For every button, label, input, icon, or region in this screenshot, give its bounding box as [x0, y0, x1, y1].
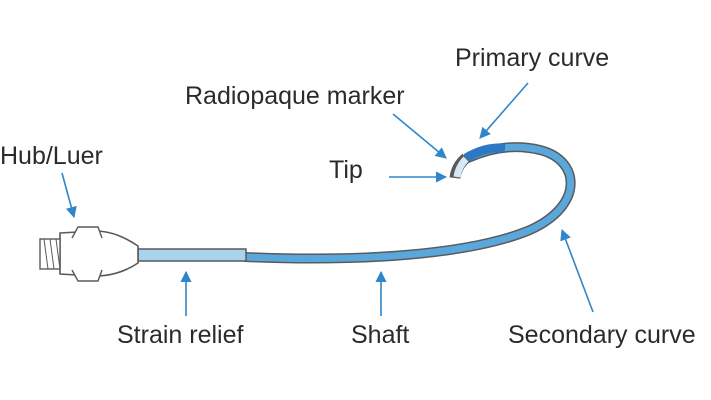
hub-wing-bottom	[71, 269, 103, 282]
luer-thread-line	[49, 238, 55, 270]
catheter-tip-fill	[453, 156, 469, 178]
labels: Primary curve Radiopaque marker Hub/Luer…	[0, 44, 696, 349]
hub-body	[59, 230, 139, 277]
arrow-hub-luer	[61, 172, 77, 219]
hub-wing-top	[71, 226, 103, 239]
label-tip: Tip	[329, 156, 363, 184]
shaft-tube	[241, 143, 575, 262]
catheter	[39, 142, 576, 282]
label-hub-luer: Hub/Luer	[0, 142, 103, 170]
label-primary-curve: Primary curve	[455, 44, 609, 72]
radiopaque-marker-band	[463, 143, 506, 162]
label-secondary-curve: Secondary curve	[508, 321, 696, 349]
shaft-tube-outline	[240, 142, 576, 264]
arrow-secondary-curve	[560, 228, 594, 313]
arrow-primary-curve	[479, 82, 529, 139]
label-radiopaque-marker: Radiopaque marker	[185, 82, 405, 110]
luer-thread-line	[55, 238, 61, 270]
luer-thread-line	[43, 238, 49, 270]
strain-relief	[137, 248, 247, 262]
leader-arrows	[61, 82, 594, 316]
label-shaft: Shaft	[351, 321, 409, 349]
label-strain-relief: Strain relief	[117, 321, 243, 349]
arrow-radiopaque-marker	[392, 113, 447, 159]
